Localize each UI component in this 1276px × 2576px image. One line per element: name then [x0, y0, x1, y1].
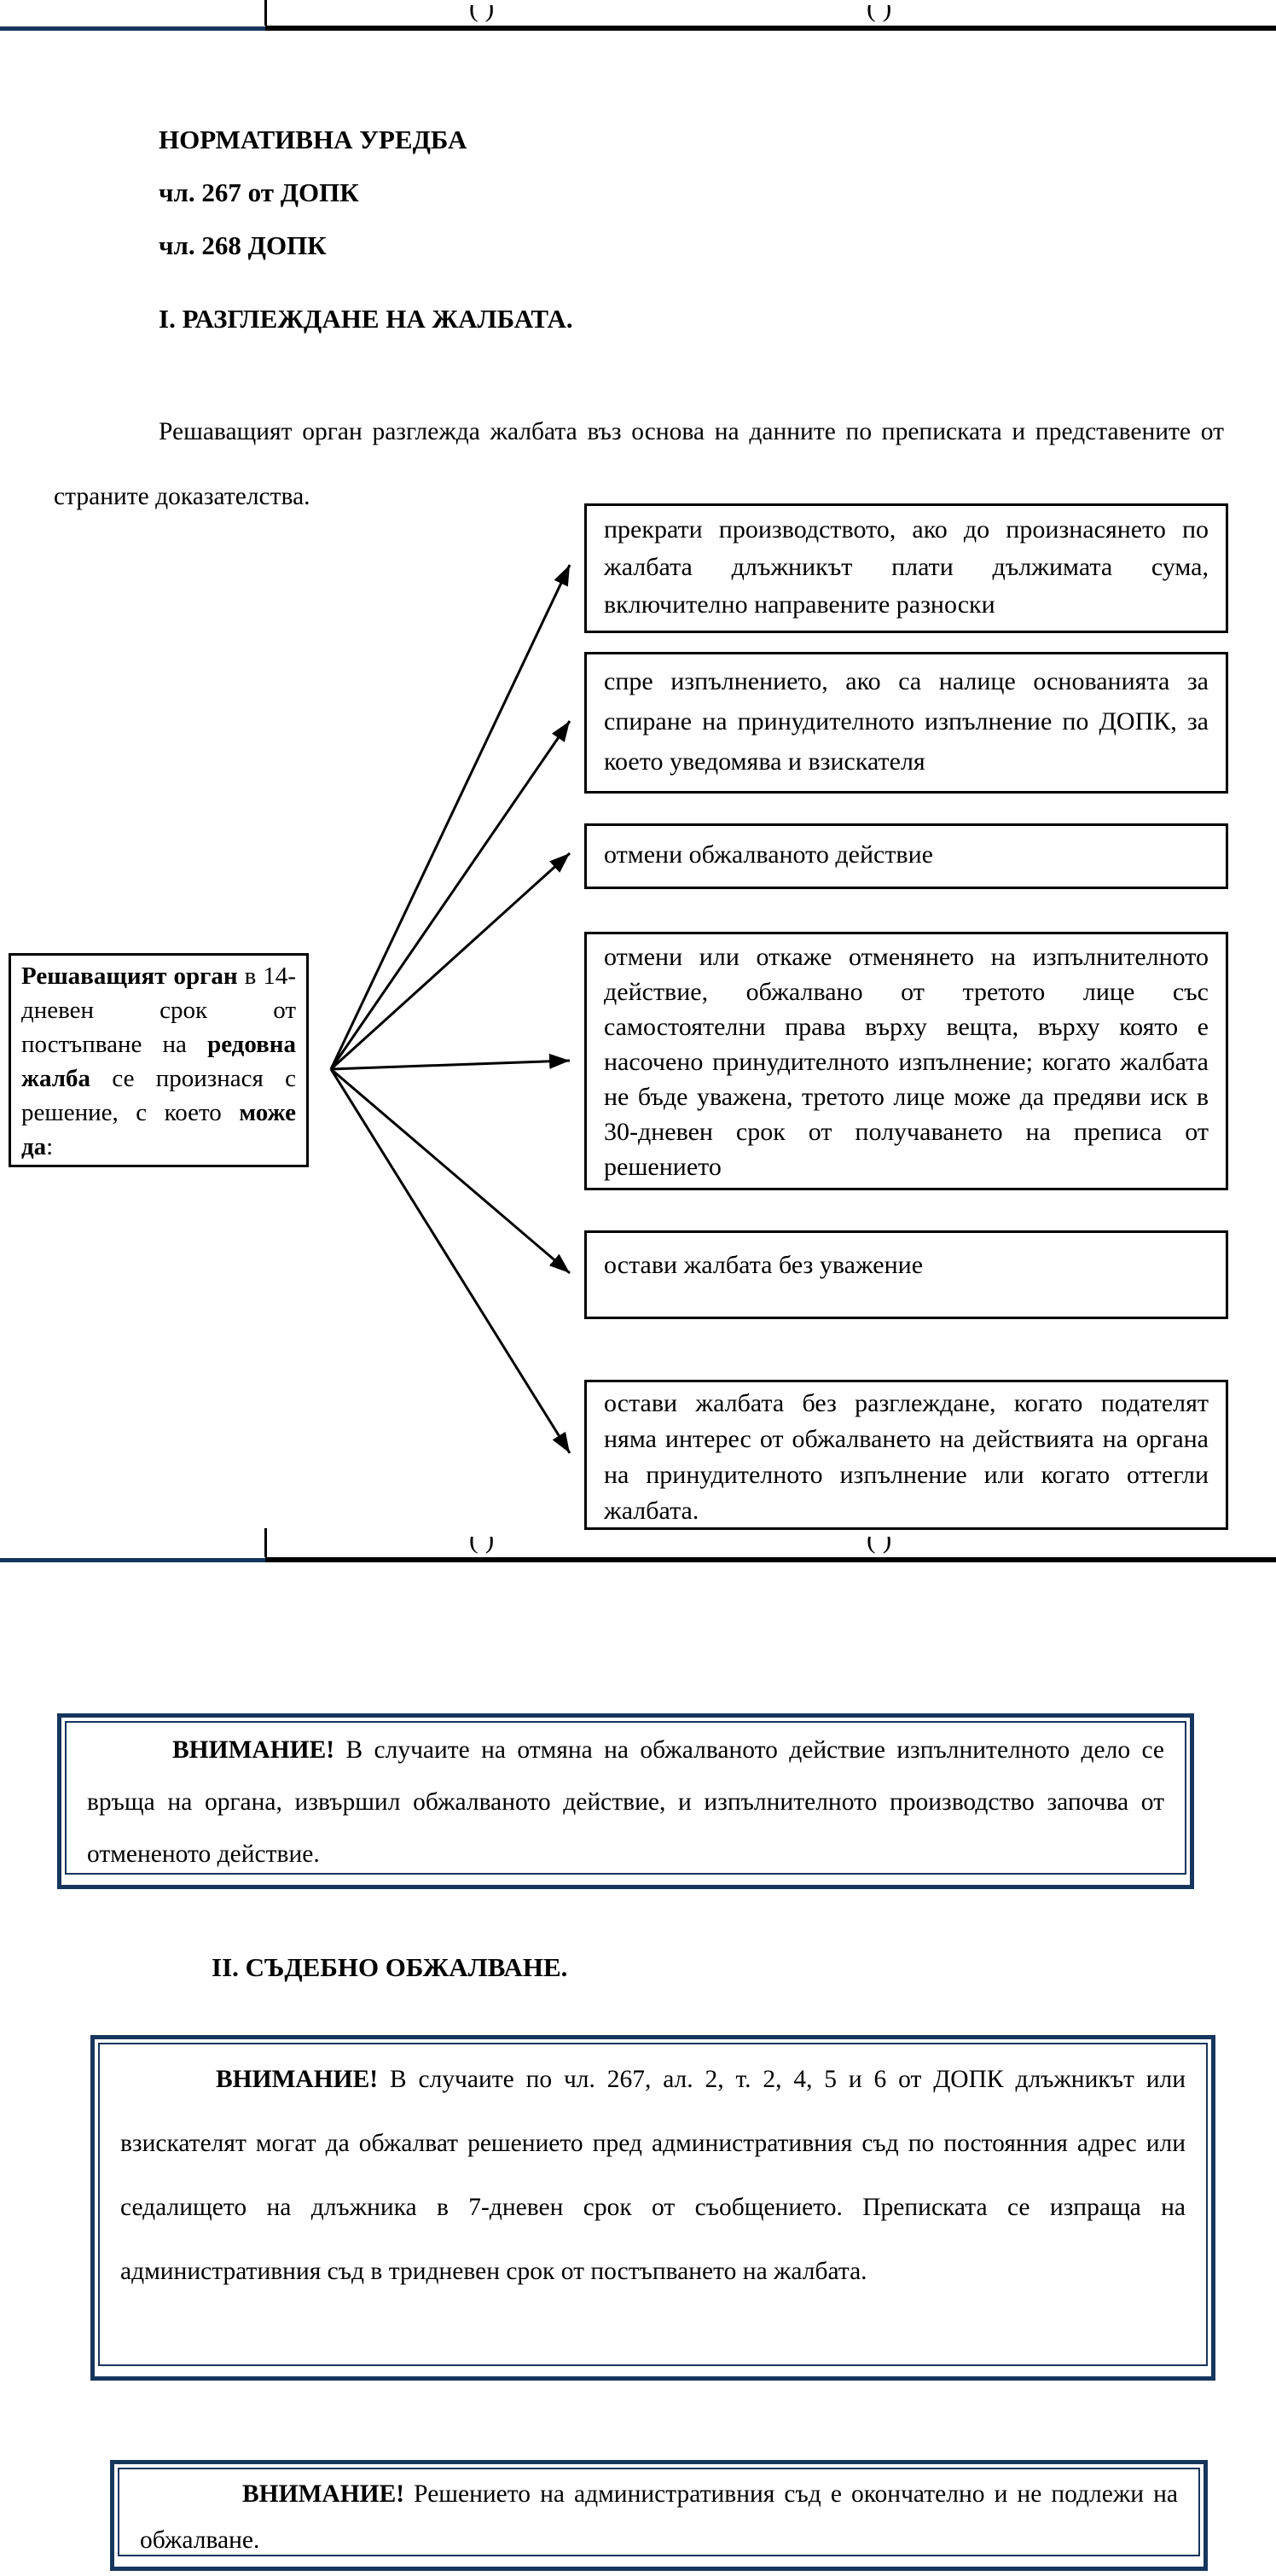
outcome-box-revoke-action: отмени обжалваното действие [584, 823, 1228, 889]
outcome-box-revoke-or-refuse: отмени или откаже отменянето на изпълнит… [584, 932, 1228, 1190]
source-box-text-2: се произнася с решение, с което [21, 1065, 296, 1126]
arrow-to-outcome-5 [330, 1067, 571, 1275]
intro-paragraph: Решаващият орган разглежда жалбата въз о… [54, 417, 1224, 510]
outcome-box-leave-without-consideration: остави жалбата без разглеждане, когато п… [584, 1380, 1228, 1530]
attention-text: ВНИМАНИЕ! В случаите по чл. 267, ал. 2, … [120, 2066, 1186, 2285]
rule-black-segment [265, 1557, 1276, 1562]
attention-box-inner-border: ВНИМАНИЕ! Решението на административния … [118, 2468, 1200, 2556]
attention-text: ВНИМАНИЕ! В случаите на отмяна на обжалв… [87, 1736, 1164, 1868]
rule-blue-segment [0, 1558, 265, 1562]
attention-box-court-appeal: ВНИМАНИЕ! В случаите по чл. 267, ал. 2, … [90, 2035, 1215, 2381]
source-box-bold-regular-complaint: редовна жалба [21, 1031, 296, 1092]
outcome-box-terminate-proceedings: прекрати производството, ако до произнас… [584, 503, 1228, 633]
outcome-box-leave-without-respect: остави жалбата без уважение [584, 1230, 1228, 1319]
flowchart-source-box: Решаващият орган в 14-дневен срок от пос… [9, 953, 309, 1167]
attention-label: ВНИМАНИЕ! [172, 1736, 335, 1764]
source-box-text-1: в 14-дневен срок от постъпване на [21, 962, 297, 1058]
outcome-box-suspend-enforcement: спре изпълнението, ако са налице основан… [584, 652, 1228, 794]
arrow-to-outcome-3 [329, 852, 571, 1071]
heading-article-268: чл. 268 ДОПК [159, 230, 327, 260]
arrow-to-outcome-1 [329, 564, 571, 1070]
cut-off-text-fragment: ( ) [469, 1537, 495, 1554]
table-divider-line-bottom [264, 1528, 267, 1557]
rule-black-segment [265, 26, 1276, 31]
page-break-rule-top [0, 26, 1276, 31]
arrow-to-outcome-2 [329, 720, 571, 1070]
arrow-to-outcome-6 [329, 1068, 571, 1454]
source-box-text-3: : [46, 1133, 54, 1160]
attention-box-final-decision: ВНИМАНИЕ! Решението на административния … [110, 2460, 1208, 2571]
attention-label: ВНИМАНИЕ! [216, 2066, 379, 2093]
cut-off-text-fragment: ( ) [469, 5, 495, 22]
heading-normative-framework: НОРМАТИВНА УРЕДБА [159, 125, 467, 154]
attention-label: ВНИМАНИЕ! [242, 2480, 405, 2508]
attention-box-inner-border: ВНИМАНИЕ! В случаите по чл. 267, ал. 2, … [98, 2043, 1208, 2366]
table-divider-line-top [264, 0, 267, 26]
arrow-to-outcome-4 [330, 1053, 571, 1071]
heading-section-2: II. СЪДЕБНО ОБЖАЛВАНЕ. [212, 1952, 568, 1982]
attention-text: ВНИМАНИЕ! Решението на административния … [140, 2480, 1178, 2554]
heading-section-1: I. РАЗГЛЕЖДАНЕ НА ЖАЛБАТА. [159, 304, 573, 334]
page-break-rule-bottom [0, 1557, 1276, 1562]
attention-box-inner-border: ВНИМАНИЕ! В случаите на отмяна на обжалв… [65, 1721, 1186, 1875]
rule-blue-segment [0, 26, 265, 31]
source-box-bold-may: може да [21, 1099, 296, 1160]
source-box-bold-deciding-authority: Решаващият орган [21, 962, 238, 990]
attention-box-revoked-action: ВНИМАНИЕ! В случаите на отмяна на обжалв… [57, 1713, 1194, 1889]
cut-off-text-fragment: ( ) [867, 1537, 892, 1554]
heading-article-267: чл. 267 от ДОПК [159, 177, 359, 207]
cut-off-text-fragment: ( ) [867, 5, 892, 22]
